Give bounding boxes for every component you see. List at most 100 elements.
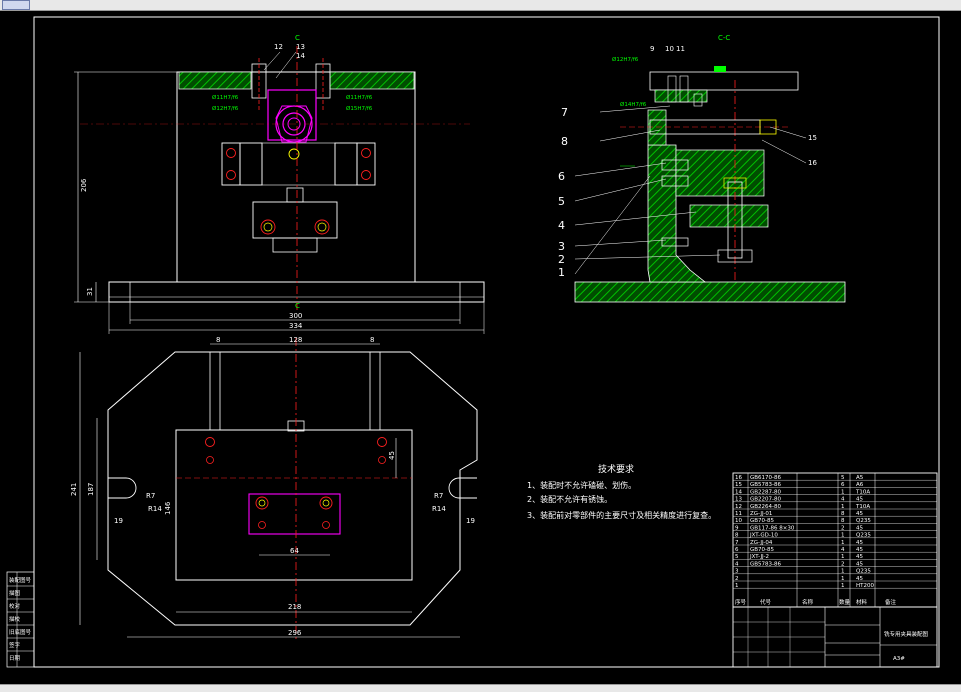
bom-cell-code: ZG-JJ-01 <box>750 511 772 517</box>
dim-plan-inner: 218 <box>288 603 301 611</box>
bom-cell-qty: 8 <box>841 511 845 517</box>
dim-plan-total: 296 <box>288 629 302 637</box>
title-block-sheet: A3# <box>893 656 905 662</box>
bom-cell-qty: 1 <box>841 489 845 495</box>
callout-3: 3 <box>558 240 565 253</box>
window-bottom-strip <box>0 684 961 692</box>
bom-cell-mat: 45 <box>856 547 863 553</box>
dim-plan-height: 241 <box>70 483 78 496</box>
section-mark-bottom: C <box>295 302 300 310</box>
bom-cell-no: 12 <box>735 504 742 510</box>
bom-cell-no: 10 <box>735 518 742 524</box>
bom-cell-qty: 1 <box>841 576 845 582</box>
bom-cell-no: 7 <box>735 540 739 546</box>
bom-cell-qty: 1 <box>841 569 845 575</box>
bom-cell-no: 2 <box>735 576 739 582</box>
bom-cell-no: 9 <box>735 525 739 531</box>
fit-1: Ø11H7/f6 <box>212 94 239 101</box>
side-section-view: 7 8 6 5 4 3 2 1 9 10 11 15 16 C-C Ø14H7/… <box>558 34 846 303</box>
window-top-strip <box>0 0 961 11</box>
drawing-window-icon[interactable] <box>2 0 30 10</box>
bom-cell-no: 14 <box>735 489 742 495</box>
left-strip-7: 日期 <box>9 655 21 662</box>
bom-cell-mat: HT200 <box>856 583 874 589</box>
dim-plan-187: 187 <box>87 483 95 496</box>
bom-cell-code: GB70-85 <box>750 518 775 524</box>
bom-cell-mat: T10A <box>855 504 870 510</box>
tech-requirements: 技术要求 1、装配时不允许磕碰、划伤。 2、装配不允许有锈蚀。 3、装配前对零部… <box>527 463 716 520</box>
bom-cell-qty: 1 <box>841 583 845 589</box>
bom-cell-code: GB70-85 <box>750 547 775 553</box>
bom-head-note: 备注 <box>885 598 897 606</box>
bom-cell-mat: Q235 <box>856 533 871 539</box>
bom-cell-qty: 2 <box>841 561 845 567</box>
callout-14: 14 <box>296 52 305 60</box>
drawing-border <box>33 16 940 668</box>
bom-cell-code: JXT-GD-10 <box>749 533 778 539</box>
title-block-name: 铣专用夹具装配图 <box>884 630 929 638</box>
dim-top-inner: 300 <box>289 312 302 320</box>
callout-12: 12 <box>274 43 283 51</box>
fit-4: Ø15H7/f6 <box>346 105 373 112</box>
bom-cell-no: 1 <box>735 583 739 589</box>
bom-head-qty: 数量 <box>839 598 851 606</box>
dim-top-width: 334 <box>289 322 303 330</box>
bom-cell-code: GB2264-80 <box>750 504 782 510</box>
bom-cell-qty: 2 <box>841 525 845 531</box>
dim-plan-19a: 19 <box>114 517 123 525</box>
section-mark-top: C <box>295 34 300 42</box>
callout-5: 5 <box>558 195 565 208</box>
fit-6: Ø12H7/f6 <box>612 56 639 63</box>
bom-cell-code: GB2287-80 <box>750 489 782 495</box>
bom-cell-code: ZG-JJ-04 <box>750 540 773 546</box>
callout-1: 1 <box>558 266 565 279</box>
callout-15: 15 <box>808 134 817 142</box>
dim-plan-r7a: R7 <box>146 492 155 500</box>
bom-cell-no: 3 <box>735 569 739 575</box>
left-strip-4: 描校 <box>9 615 21 623</box>
bom-cell-qty: 1 <box>841 533 845 539</box>
bom-cell-qty: 6 <box>841 482 845 488</box>
bom-cell-qty: 1 <box>841 540 845 546</box>
bom-cell-mat: A6 <box>856 482 864 488</box>
bom-cell-qty: 4 <box>841 547 845 553</box>
tech-item-1: 1、装配时不允许磕碰、划伤。 <box>527 480 636 490</box>
fit-5: Ø14H7/f6 <box>620 101 647 108</box>
dim-plan-64: 64 <box>290 547 299 555</box>
bom-cell-code: JXT-JJ-2 <box>749 554 769 560</box>
bom-cell-no: 11 <box>735 511 742 517</box>
bom-cell-code: GB5783-86 <box>750 482 782 488</box>
bom-cell-qty: 5 <box>841 475 845 481</box>
bom-cell-mat: Q235 <box>856 518 871 524</box>
bom-cell-no: 15 <box>735 482 742 488</box>
fit-3: Ø12H7/f6 <box>212 105 239 112</box>
plan-view: 128 8 8 64 218 296 241 187 45 146 19 19 … <box>70 336 478 640</box>
tech-item-2: 2、装配不允许有锈蚀。 <box>527 494 612 504</box>
bom-cell-mat: T10A <box>855 489 870 495</box>
bom-cell-no: 5 <box>735 554 739 560</box>
dim-plan-128: 128 <box>289 336 302 344</box>
callout-9: 9 <box>650 45 654 53</box>
dim-plan-r7b: R7 <box>434 492 443 500</box>
dim-plan-19b: 19 <box>466 517 475 525</box>
front-view: 206 31 300 334 C C Ø11H7/f6 Ø12H7/f6 Ø11… <box>74 34 485 334</box>
bom-cell-code: GB2207-80 <box>750 497 782 503</box>
bom-cell-code: GB5783-86 <box>750 561 782 567</box>
bom-cell-no: 4 <box>735 561 739 567</box>
dim-plan-8b: 8 <box>370 336 374 344</box>
bom-cell-code: GB6170-86 <box>750 475 782 481</box>
bom-cell-no: 13 <box>735 497 742 503</box>
tech-title: 技术要求 <box>598 463 634 475</box>
fit-2: Ø11H7/f6 <box>346 94 373 101</box>
tech-item-3: 3、装配前对零部件的主要尺寸及相关精度进行复查。 <box>527 510 716 520</box>
bom-head-name: 名称 <box>802 598 814 606</box>
callout-10: 10 <box>665 45 674 53</box>
bom-cell-code: GB117-86 8×30 <box>750 525 795 531</box>
bom-cell-mat: Q235 <box>856 569 871 575</box>
callout-7: 7 <box>561 106 568 119</box>
callout-16: 16 <box>808 159 817 167</box>
bom-cell-mat: 45 <box>856 554 863 560</box>
